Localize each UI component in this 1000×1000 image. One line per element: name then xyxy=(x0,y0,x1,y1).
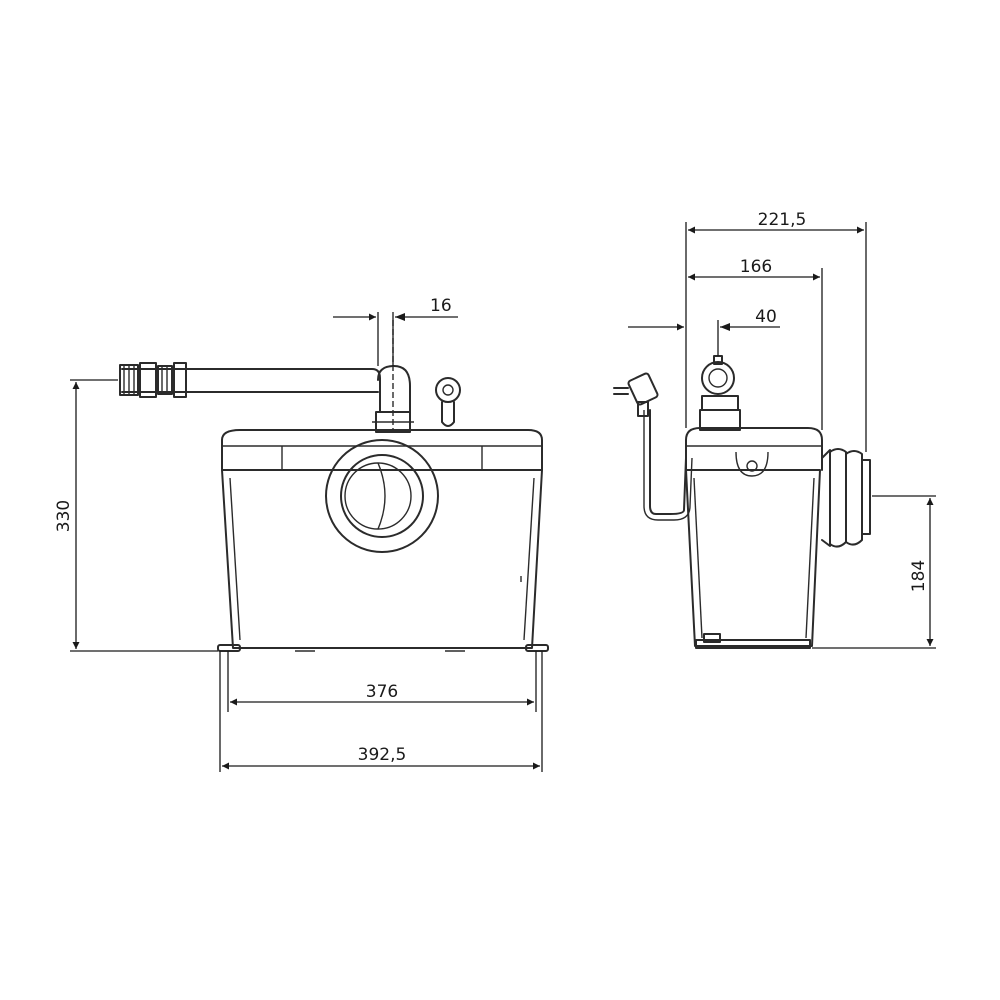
dim-40: 40 xyxy=(628,307,780,356)
dim-376: 376 xyxy=(227,651,537,712)
dim-166: 166 xyxy=(688,257,823,430)
dim-392-5: 392,5 xyxy=(219,651,543,772)
discharge-pipe xyxy=(121,365,411,413)
front-foot-left xyxy=(217,644,241,652)
dim-221-5-label: 221,5 xyxy=(758,210,807,230)
dim-330: 330 xyxy=(54,379,218,652)
dim-392-5-label: 392,5 xyxy=(358,745,407,765)
dim-16-label: 16 xyxy=(430,296,452,316)
power-cable xyxy=(649,409,687,515)
front-body-outline xyxy=(221,469,543,649)
inlet-mid-ring xyxy=(340,454,424,538)
dim-184-label: 184 xyxy=(909,560,929,592)
vent-valve xyxy=(435,377,461,427)
side-outlet-neck xyxy=(699,409,741,431)
dim-330-label: 330 xyxy=(54,500,74,532)
dim-166-label: 166 xyxy=(740,257,772,277)
side-view xyxy=(613,355,871,649)
side-lid xyxy=(685,427,823,471)
inlet-outer-ring xyxy=(325,439,439,553)
pipe-coupling xyxy=(119,362,187,398)
dim-184: 184 xyxy=(812,495,936,649)
side-outlet-ring xyxy=(701,361,735,395)
power-plug-icon xyxy=(613,372,659,417)
dim-221-5: 221,5 xyxy=(685,210,867,452)
dim-376-label: 376 xyxy=(366,682,398,702)
inlet-bellows xyxy=(821,448,871,548)
front-view xyxy=(119,320,549,652)
front-lid xyxy=(221,429,543,471)
dim-40-label: 40 xyxy=(755,307,777,327)
side-body-outline xyxy=(685,469,821,647)
front-foot-right xyxy=(525,644,549,652)
dim-16: 16 xyxy=(333,296,458,366)
